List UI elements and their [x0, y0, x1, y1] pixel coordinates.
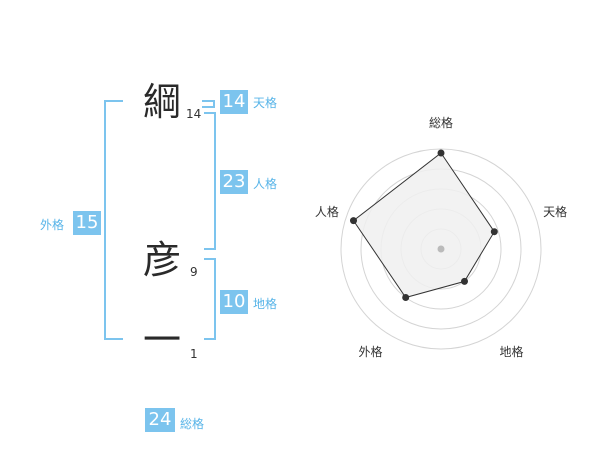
name-char-3: 一 [142, 318, 181, 362]
stroke-count-2: 9 [190, 265, 198, 279]
tenkaku-bracket [202, 100, 215, 108]
chikaku-score-badge: 10 [220, 290, 248, 314]
gaikaku-label: 外格 [40, 218, 65, 232]
radar-point-4 [402, 294, 410, 301]
tenkaku-score-badge: 14 [220, 90, 248, 114]
gaikaku-score-badge: 15 [73, 211, 101, 235]
chikaku-bracket [204, 258, 216, 340]
radar-axis-label-2: 天格 [543, 204, 567, 219]
radar-axis-label-4: 外格 [358, 344, 382, 359]
name-char-1: 綱 [142, 80, 181, 124]
jinkaku-bracket [204, 112, 216, 250]
radar-center-dot [437, 245, 445, 253]
radar-axis-label-5: 人格 [315, 204, 339, 219]
soukaku-label: 総格 [180, 417, 205, 431]
radar-point-2 [490, 228, 498, 236]
stroke-count-1: 14 [186, 107, 202, 121]
radar-point-3 [461, 277, 468, 285]
gaikaku-bracket [104, 100, 123, 340]
tenkaku-label: 天格 [253, 96, 278, 110]
radar-grid-ring [340, 148, 542, 350]
radar-point-5 [350, 217, 357, 225]
stroke-count-3: 1 [190, 347, 198, 361]
soukaku-score-badge: 24 [145, 408, 175, 432]
jinkaku-label: 人格 [253, 177, 278, 191]
radar-axis-label-1: 総格 [429, 115, 453, 130]
chikaku-label: 地格 [253, 297, 278, 311]
jinkaku-score-badge: 23 [220, 170, 248, 194]
radar-point-1 [437, 149, 445, 157]
radar-axis-label-3: 地格 [499, 344, 523, 359]
name-char-2: 彦 [142, 238, 181, 282]
radar-data-area [352, 152, 495, 299]
